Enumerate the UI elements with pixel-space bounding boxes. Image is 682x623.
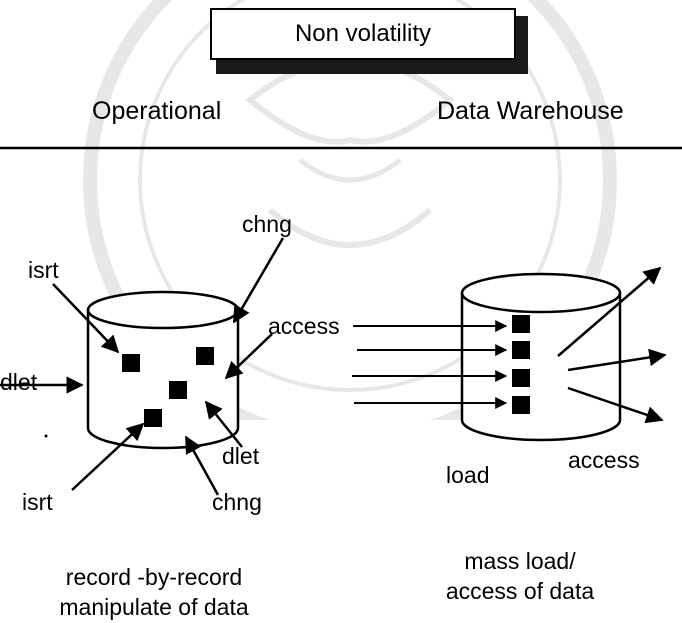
caption-warehouse: mass load/ access of data — [420, 547, 620, 607]
caption-operational-line-1: record -by-record — [65, 564, 243, 590]
label-chng-top: chng — [242, 211, 292, 237]
label-isrt-bottom: isrt — [22, 489, 53, 515]
arrow-access — [224, 333, 273, 380]
record-square — [512, 369, 530, 387]
data-warehouse-cylinder — [460, 272, 622, 442]
caption-operational: record -by-record manipulate of data — [24, 563, 284, 623]
label-access-out: access — [568, 447, 640, 473]
arrow-isrt-bottom — [71, 422, 145, 491]
title-box-shadow-side — [516, 16, 528, 74]
record-square — [144, 409, 162, 427]
header-operational: Operational — [92, 97, 222, 125]
label-access: access — [268, 313, 340, 339]
title-box: Non volatility — [210, 8, 516, 60]
record-square — [122, 354, 140, 372]
label-chng-bottom: chng — [212, 489, 262, 515]
arrow-isrt-top — [52, 283, 120, 354]
label-isrt-top: isrt — [28, 257, 59, 283]
record-square — [512, 341, 530, 359]
speck-mark — [44, 434, 48, 438]
arrow-access-out — [567, 386, 664, 424]
caption-warehouse-line-1: mass load/ — [464, 548, 576, 574]
arrow-access-out — [557, 266, 662, 357]
record-square — [169, 381, 187, 399]
caption-warehouse-line-2: access of data — [445, 577, 595, 604]
record-square — [512, 315, 530, 333]
header-data-warehouse: Data Warehouse — [437, 97, 624, 125]
arrow-chng-bottom — [184, 435, 220, 496]
label-load: load — [446, 462, 490, 488]
record-square — [512, 396, 530, 414]
operational-database-cylinder — [86, 290, 240, 450]
title-box-shadow — [216, 60, 528, 74]
caption-operational-line-2: manipulate of data — [59, 593, 249, 620]
arrow-dlet-right — [204, 400, 243, 448]
record-square — [196, 347, 214, 365]
label-dlet-right: dlet — [222, 443, 260, 469]
label-dlet-left: dlet — [0, 369, 38, 395]
arrow-chng-top — [232, 237, 285, 324]
arrow-access-out — [567, 348, 667, 372]
page-title: Non volatility — [294, 20, 432, 47]
